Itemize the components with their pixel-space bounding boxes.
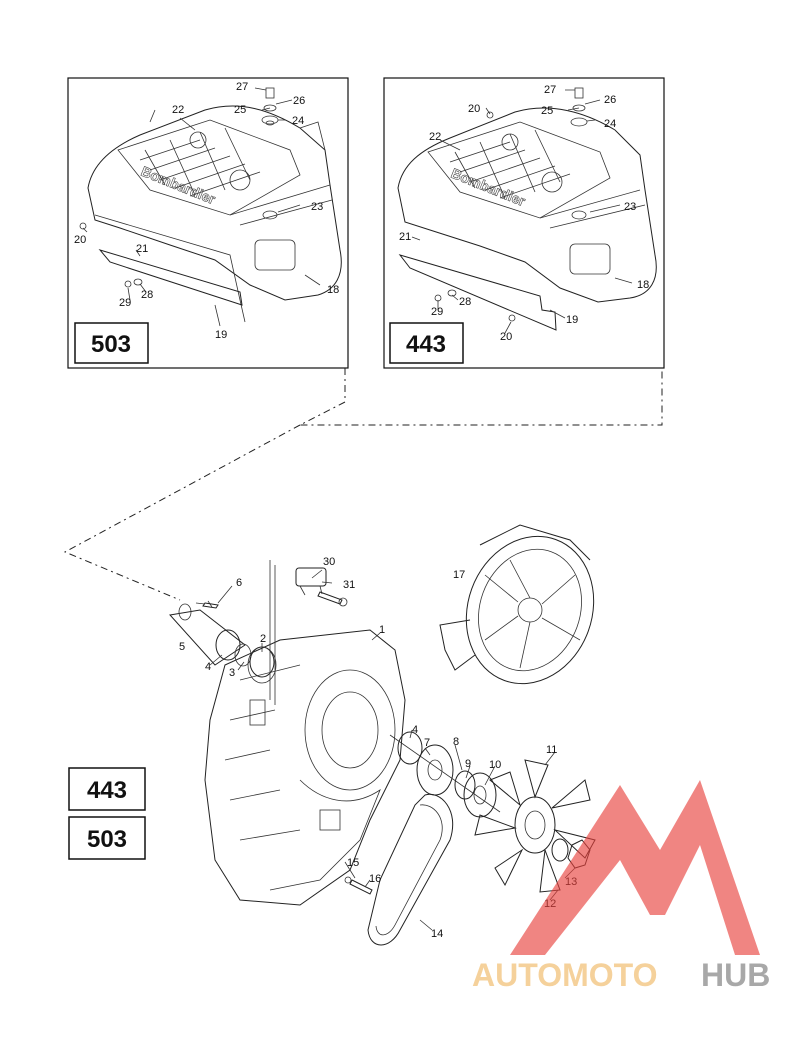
engine-cowl-illustration: Bombardier (87, 105, 342, 323)
callout-21: 21 (399, 231, 411, 243)
callout-7: 7 (424, 737, 430, 749)
model-box-443 (389, 322, 464, 364)
callout-23: 23 (624, 201, 636, 213)
callout-22: 22 (429, 131, 441, 143)
model-label-503: 503 (91, 331, 131, 358)
callout-18: 18 (327, 284, 339, 296)
main-model-boxes: 443 503 (68, 767, 146, 860)
callout-18: 18 (637, 279, 649, 291)
panel-503: Bombardier 27 26 25 24 22 23 20 21 18 29… (67, 77, 349, 369)
panel-frame (67, 77, 349, 369)
model-label-443: 443 (406, 331, 446, 358)
callout-5: 5 (179, 641, 185, 653)
watermark-text-hub: HUB (701, 957, 770, 993)
connector-lines (63, 368, 663, 601)
callout-25: 25 (541, 105, 553, 117)
automotohub-watermark: AUTOMOTO HUB (472, 780, 770, 993)
bracket-assembly (269, 560, 348, 705)
callout-31: 31 (343, 579, 355, 591)
panel-443: Bombardier 27 26 20 25 24 22 23 21 18 29… (383, 77, 665, 369)
callout-24: 24 (604, 118, 616, 130)
callout-27: 27 (544, 84, 556, 96)
callout-1: 1 (379, 624, 385, 636)
callout-9: 9 (465, 758, 471, 770)
callout-17: 17 (453, 569, 465, 581)
leader-lines (411, 89, 633, 334)
callout-16: 16 (369, 873, 381, 885)
engine-housing (204, 629, 406, 906)
callout-3: 3 (229, 667, 235, 679)
callout-20: 20 (468, 103, 480, 115)
callout-30: 30 (323, 556, 335, 568)
callout-20: 20 (74, 234, 86, 246)
drive-belt (367, 793, 454, 946)
fastener-stack (434, 87, 588, 322)
watermark-triangle-logo (510, 780, 760, 955)
callout-2: 2 (260, 633, 266, 645)
shaft-assembly (169, 600, 275, 678)
callout-26: 26 (604, 94, 616, 106)
fan-housing (439, 524, 595, 685)
main-assembly: 30 6 31 17 5 2 4 3 1 4 7 8 9 10 11 15 16… (169, 524, 596, 946)
callout-26: 26 (293, 95, 305, 107)
callout-14: 14 (431, 928, 443, 940)
model-box-503 (74, 322, 149, 364)
callout-4: 4 (205, 661, 211, 673)
callout-19: 19 (566, 314, 578, 326)
callout-10: 10 (489, 759, 501, 771)
model-label-503: 503 (87, 826, 127, 853)
callout-27: 27 (236, 81, 248, 93)
model-box-503 (68, 816, 146, 860)
callout-22: 22 (172, 104, 184, 116)
callout-4: 4 (412, 724, 418, 736)
watermark-text-automoto: AUTOMOTO (472, 957, 657, 993)
callout-11: 11 (546, 744, 557, 756)
model-label-443: 443 (87, 777, 127, 804)
callout-29: 29 (119, 297, 131, 309)
callout-15: 15 (347, 857, 359, 869)
fastener-stack (79, 87, 279, 288)
panel-frame (383, 77, 665, 369)
callout-23: 23 (311, 201, 323, 213)
callout-25: 25 (234, 104, 246, 116)
cowl-logo-lettering: Bombardier (449, 165, 528, 209)
leader-lines (82, 87, 321, 327)
callout-19: 19 (215, 329, 227, 341)
callout-20: 20 (500, 331, 512, 343)
callout-28: 28 (141, 289, 153, 301)
cowl-logo-lettering: Bombardier (139, 163, 218, 207)
model-box-443 (68, 767, 146, 811)
callout-24: 24 (292, 115, 304, 127)
pulley-stack (389, 731, 501, 818)
small-hardware (202, 602, 373, 895)
callout-6: 6 (236, 577, 242, 589)
callout-28: 28 (459, 296, 471, 308)
watermark-inner-cutout (585, 895, 665, 955)
callout-29: 29 (431, 306, 443, 318)
callout-21: 21 (136, 243, 148, 255)
callout-8: 8 (453, 736, 459, 748)
